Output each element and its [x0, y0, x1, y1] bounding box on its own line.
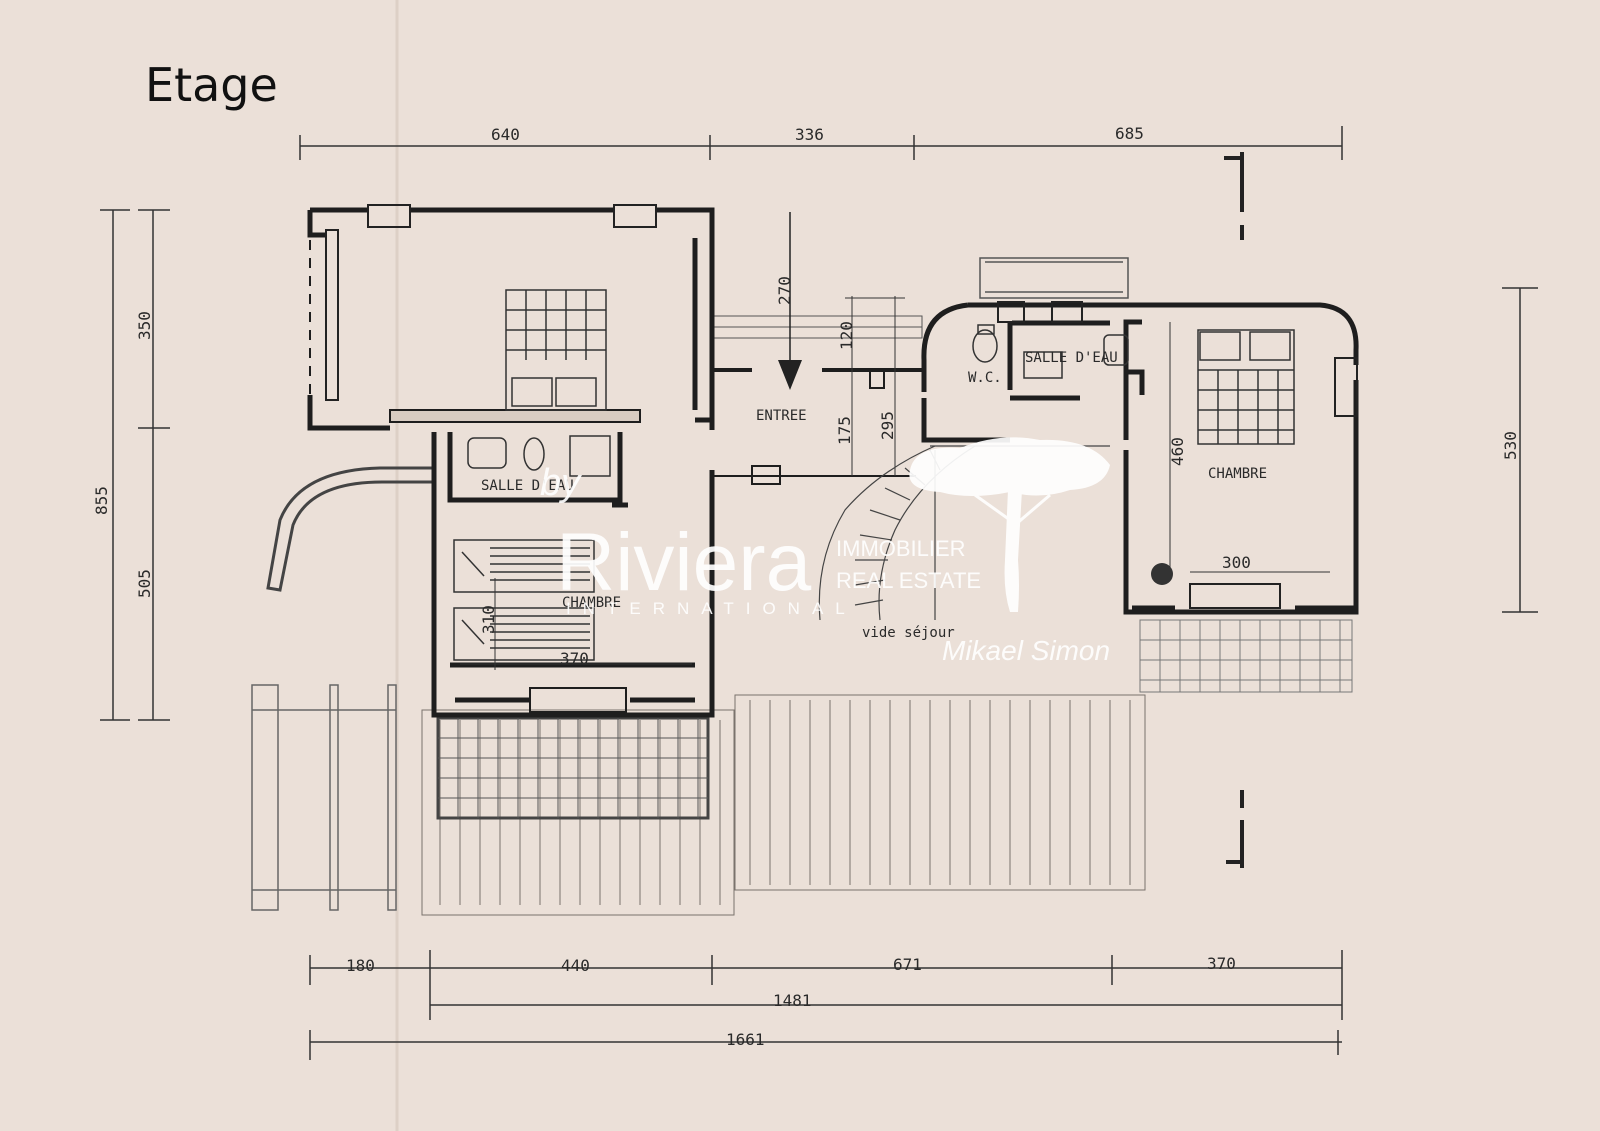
right-dimension-line	[1502, 287, 1538, 613]
room-label-chambre-right: CHAMBRE	[1208, 466, 1267, 482]
bathroom-fixtures-right	[972, 324, 1129, 379]
curved-ramp	[266, 466, 437, 592]
dim-right: 530	[1501, 431, 1520, 460]
dim-bottom-3: 671	[893, 955, 922, 974]
dim-bottom-total: 1661	[726, 1030, 765, 1049]
room-label-vide-sejour: vide séjour	[862, 625, 955, 641]
beds-left-lower	[453, 539, 595, 661]
terrace-grid-left	[436, 716, 710, 820]
plant-symbol	[1151, 563, 1173, 585]
dim-inner-175: 175	[835, 416, 854, 445]
dim-inner-310: 310	[479, 605, 498, 634]
dim-bottom-1: 180	[346, 956, 375, 975]
dim-top-1: 640	[491, 125, 520, 144]
dim-left-total: 855	[92, 486, 111, 515]
room-label-wc: W.C.	[968, 370, 1002, 386]
page-title: Etage	[145, 58, 278, 112]
dim-inner-120: 120	[837, 321, 856, 350]
pergola-left	[251, 684, 397, 911]
watermark-signature: Mikael Simon	[942, 635, 1110, 666]
bathroom-fixtures-left	[467, 435, 611, 477]
walls-right-wing	[921, 302, 1359, 615]
walkway-strip	[711, 315, 923, 339]
hatched-terrace-bottom	[421, 694, 1146, 916]
entry-arrow	[778, 212, 802, 390]
watermark-line3: INTERNATIONAL	[566, 599, 857, 618]
watermark-line2: REAL ESTATE	[836, 568, 981, 593]
dim-inner-300: 300	[1222, 553, 1251, 572]
dim-inner-295: 295	[878, 411, 897, 440]
walls-left-wing	[307, 207, 715, 718]
dim-top-3: 685	[1115, 124, 1144, 143]
dim-top-2: 336	[795, 125, 824, 144]
dim-left-1: 350	[135, 311, 154, 340]
dim-bottom-2: 440	[561, 956, 590, 975]
dim-inner-370: 370	[560, 649, 589, 668]
bed-right	[1197, 329, 1295, 445]
terrace-grid-right	[1139, 619, 1353, 693]
top-dimension-line	[299, 126, 1343, 160]
room-label-entree: ENTREE	[756, 408, 807, 424]
windows-left-wing	[325, 204, 657, 401]
watermark-logo: by Riviera IMMOBILIER REAL ESTATE INTERN…	[540, 437, 1110, 666]
watermark-line1: IMMOBILIER	[836, 536, 966, 561]
left-dimension-lines	[100, 209, 170, 721]
dim-inner-270: 270	[775, 276, 794, 305]
room-label-chambre-left: CHAMBRE	[562, 595, 621, 611]
bottom-dimension-lines	[309, 950, 1343, 1060]
entry-dim-lines	[845, 296, 905, 476]
dim-inner-460: 460	[1168, 437, 1187, 466]
bed-left-upper	[505, 289, 607, 411]
section-marker-top	[1224, 152, 1244, 240]
watermark-by: by	[540, 462, 582, 504]
section-marker-bottom	[1226, 790, 1244, 868]
watermark-brand: Riviera	[556, 517, 812, 608]
windows-right-wing	[997, 301, 1358, 609]
dim-left-2: 505	[135, 569, 154, 598]
balcony-top	[979, 257, 1129, 299]
dim-bottom-mid: 1481	[773, 991, 812, 1010]
room-label-salle-eau-right: SALLE D'EAU	[1025, 350, 1118, 366]
pine-tree-icon	[909, 437, 1110, 496]
dim-bottom-4: 370	[1207, 954, 1236, 973]
room-label-salle-eau-left: SALLE D'EAU	[481, 478, 574, 494]
